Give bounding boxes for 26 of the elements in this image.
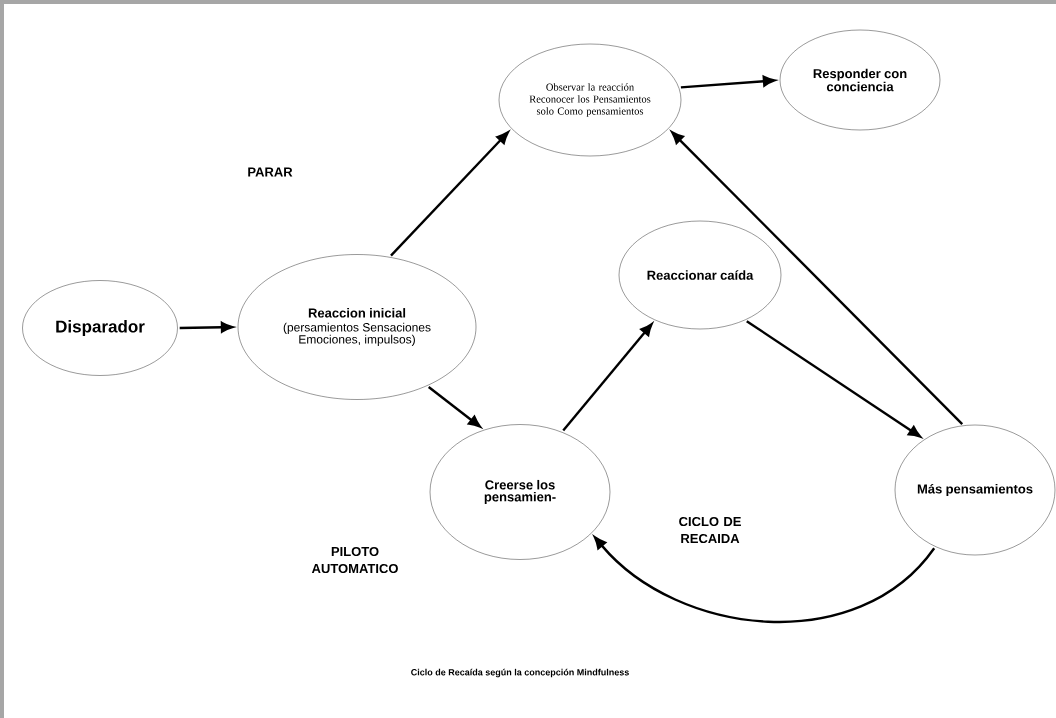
node-text: Observar la reacción Reconocer los Pensamientos solo Como pensamientos: [529, 83, 651, 117]
section-label: PILOTO AUTOMATICO: [311, 546, 398, 574]
arrow: [680, 75, 776, 89]
node-text: Responder con conciencia: [813, 68, 907, 92]
caption: Ciclo de Recaída según la concepción Mindfulness: [411, 668, 629, 678]
arrow: [390, 131, 509, 257]
ellipse-node: [237, 254, 477, 400]
arrow: [179, 321, 234, 333]
arrow: [746, 320, 921, 438]
arrow: [671, 131, 964, 425]
arrow: [427, 386, 481, 428]
node-text: Creerse los pensamien-: [484, 479, 556, 505]
arrow: [562, 323, 653, 432]
ellipse-node: [22, 280, 178, 376]
ellipse-node: [779, 29, 941, 131]
ellipse-node: [894, 424, 1056, 556]
arrow: [593, 536, 936, 623]
section-label: PARAR: [248, 167, 293, 177]
section-label: CICLO DE RECAIDA: [679, 516, 741, 544]
node-text: Reaccion inicial (persamientos Sensaciones Emociones, impulsos): [283, 308, 431, 346]
ellipse-node: [498, 43, 682, 157]
ellipse-node: [429, 424, 611, 560]
ellipse-node: [618, 220, 782, 330]
node-text: Más pensamientos: [917, 483, 1033, 497]
node-text: Disparador: [56, 320, 145, 336]
node-text: Reaccionar caída: [647, 270, 754, 280]
